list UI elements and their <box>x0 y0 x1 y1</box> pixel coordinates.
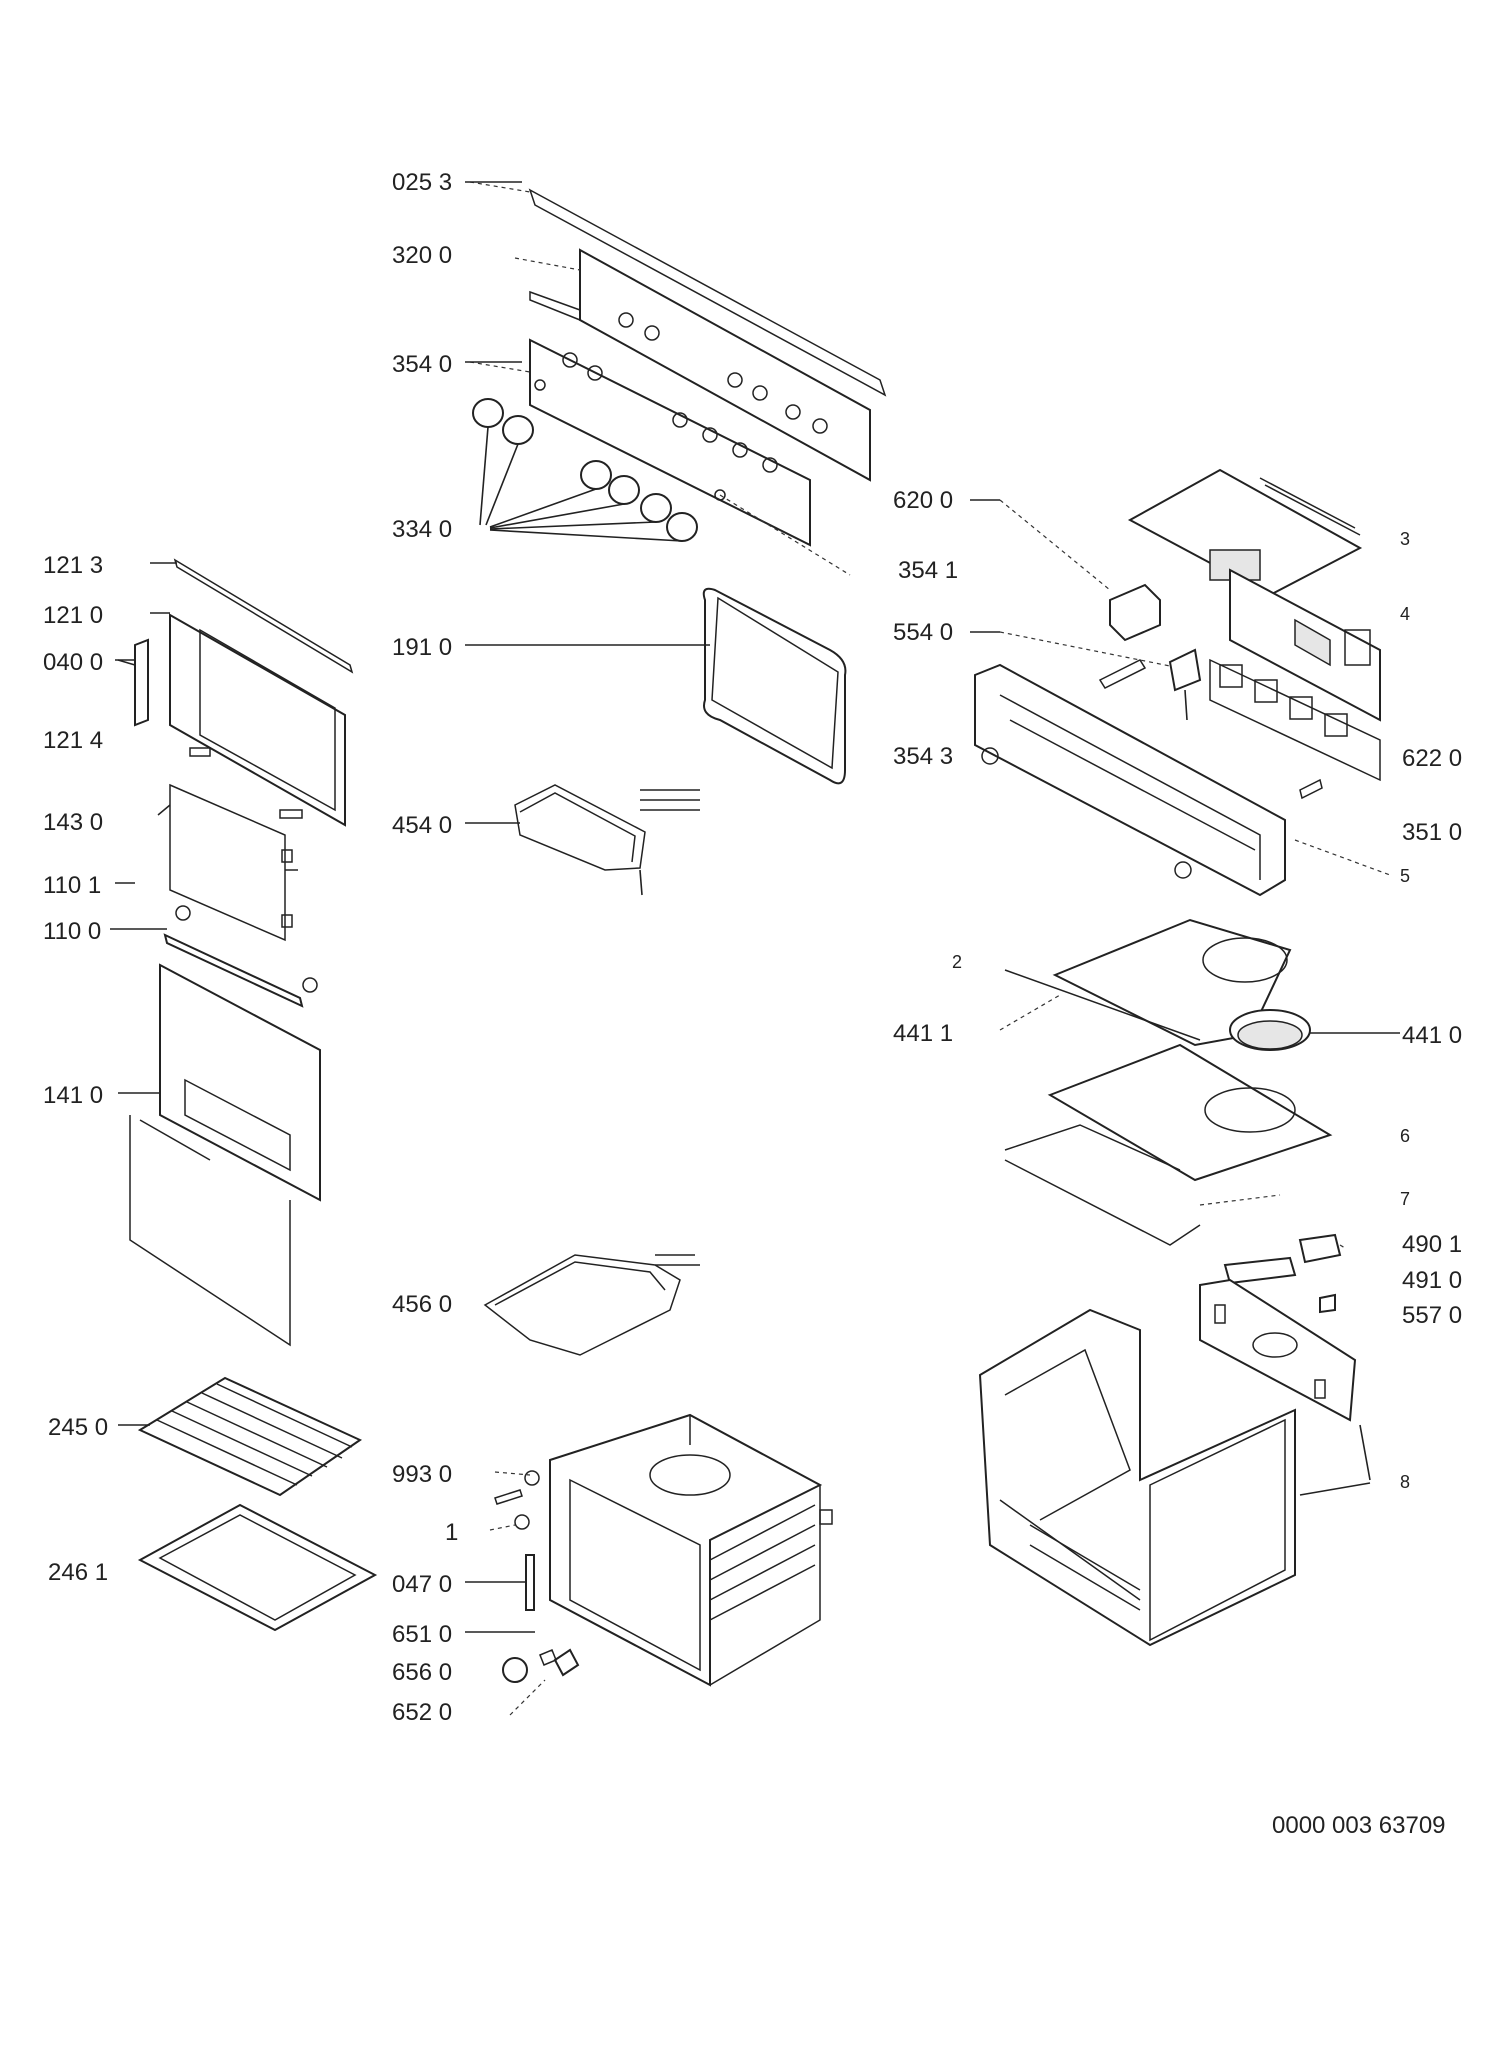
light-cover-part <box>525 1554 535 1611</box>
label-622-0: 622 0 <box>1402 745 1462 772</box>
label-025-3: 025 3 <box>392 169 452 196</box>
label-354-0: 354 0 <box>392 351 452 378</box>
inner-door-frame-part <box>169 613 346 827</box>
cooling-fan-parts <box>1223 1233 1346 1314</box>
label-656-0: 656 0 <box>392 1659 452 1686</box>
drawing-code: 0000 003 63709 <box>1272 1812 1446 1839</box>
leader-lines <box>110 181 1000 1633</box>
label-441-0: 441 0 <box>1402 1022 1462 1049</box>
switch-block-part <box>1209 658 1381 782</box>
baking-tray-part <box>137 1503 378 1632</box>
label-320-0: 320 0 <box>392 242 452 269</box>
fan-cover-part <box>999 918 1292 1047</box>
callout-7: 7 <box>1400 1189 1410 1209</box>
outer-door-glass-part <box>159 963 321 1202</box>
fascia-plate-part <box>469 338 851 576</box>
door-handle-part <box>163 905 318 1008</box>
label-441-1: 441 1 <box>893 1020 953 1047</box>
label-454-0: 454 0 <box>392 812 452 839</box>
label-191-0: 191 0 <box>392 634 452 661</box>
wire-shelf-part <box>137 1376 363 1497</box>
label-110-1: 110 1 <box>43 872 101 899</box>
screws-part <box>489 1470 540 1531</box>
housing-part <box>978 1308 1371 1647</box>
label-557-0: 557 0 <box>1402 1302 1462 1329</box>
label-652-0: 652 0 <box>392 1699 452 1726</box>
rear-panel-part <box>1199 1278 1357 1422</box>
outer-door-panel-part <box>129 1115 291 1347</box>
front-frame-part <box>974 663 1391 897</box>
control-module-part <box>1229 568 1381 722</box>
door-hinge-part <box>117 638 149 727</box>
label-334-0: 334 0 <box>392 516 452 543</box>
selector-switch-part <box>999 499 1161 642</box>
label-620-0: 620 0 <box>893 487 953 514</box>
label-651-0: 651 0 <box>392 1621 452 1648</box>
callout-8: 8 <box>1400 1472 1410 1492</box>
label-456-0: 456 0 <box>392 1291 452 1318</box>
label-040-0: 040 0 <box>43 649 103 676</box>
callout-5: 5 <box>1400 866 1410 886</box>
oven-cavity-part <box>549 1413 833 1687</box>
label-354-1: 354 1 <box>898 557 958 584</box>
door-trim-part <box>173 558 354 674</box>
callout-6: 6 <box>1400 1126 1410 1146</box>
label-245-0: 245 0 <box>48 1414 108 1441</box>
door-seal-part <box>702 587 847 785</box>
control-panel-part <box>514 248 871 482</box>
oven-lamp-parts <box>502 1648 580 1716</box>
fan-heating-plate-part <box>1004 1043 1333 1246</box>
top-plate-part <box>1127 468 1363 597</box>
callout-2: 2 <box>952 952 962 972</box>
label-351-0: 351 0 <box>1402 819 1462 846</box>
label-121-4: 121 4 <box>43 727 103 754</box>
label-554-0: 554 0 <box>893 619 953 646</box>
label-121-3: 121 3 <box>43 552 103 579</box>
label-1: 1 <box>445 1519 458 1546</box>
trim-strip-part <box>469 181 887 397</box>
label-491-0: 491 0 <box>1402 1267 1462 1294</box>
label-110-0: 110 0 <box>43 918 101 945</box>
label-993-0: 993 0 <box>392 1461 452 1488</box>
bottom-heating-element-part <box>483 1254 700 1356</box>
label-047-0: 047 0 <box>392 1571 452 1598</box>
control-knobs-part <box>472 398 698 542</box>
label-354-3: 354 3 <box>893 743 953 770</box>
thermostat-part <box>999 631 1202 721</box>
top-heating-element-part <box>514 784 700 896</box>
label-490-1: 490 1 <box>1402 1231 1462 1258</box>
inner-glass-frame-part <box>157 783 298 942</box>
part-labels: 025 3 320 0 354 0 334 0 121 3 121 0 040 … <box>43 169 1462 1726</box>
label-143-0: 143 0 <box>43 809 103 836</box>
label-246-1: 246 1 <box>48 1559 108 1586</box>
label-141-0: 141 0 <box>43 1082 103 1109</box>
fan-motor-part <box>1229 1009 1400 1051</box>
callout-3: 3 <box>1400 529 1410 549</box>
label-121-0: 121 0 <box>43 602 103 629</box>
callout-4: 4 <box>1400 604 1410 624</box>
